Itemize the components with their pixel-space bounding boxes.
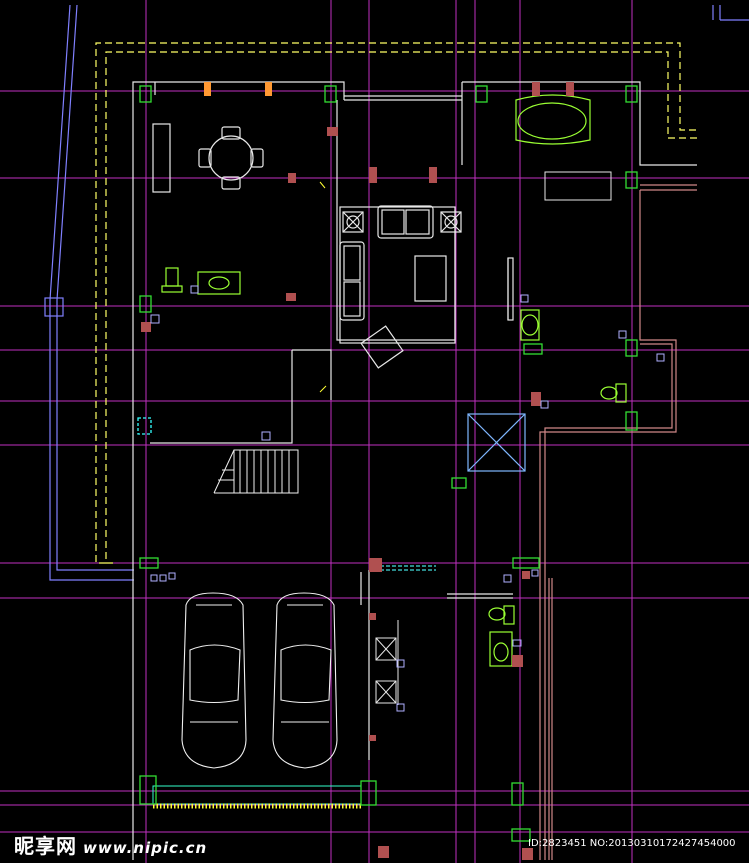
walls xyxy=(132,81,697,860)
watermark-logo-text: 昵享网 xyxy=(14,834,77,858)
garage-cars xyxy=(181,592,338,769)
fixture-markers xyxy=(141,82,574,860)
balcony-railing xyxy=(539,184,697,860)
structural-columns xyxy=(137,85,638,842)
dining-table xyxy=(152,123,264,193)
watermark-url: www.nipic.cn xyxy=(83,839,208,857)
sanitary-fixtures xyxy=(161,257,627,667)
vanity-top-right xyxy=(544,171,612,201)
electrical-outlets xyxy=(150,285,665,712)
site-boundary xyxy=(44,4,749,581)
staircase xyxy=(213,449,299,494)
eave-outline xyxy=(95,42,697,564)
void-opening xyxy=(467,413,526,472)
wall-lamps xyxy=(204,82,272,96)
watermark-id: ID:2823451 NO:20130310172427454000 xyxy=(528,838,736,849)
bathtub xyxy=(515,94,591,145)
watermark-logo: 昵享网 www.nipic.cn xyxy=(14,830,207,859)
storage-cabinets xyxy=(375,620,399,705)
door-swing-marks xyxy=(319,181,327,393)
living-room-sofa-set xyxy=(339,205,462,369)
